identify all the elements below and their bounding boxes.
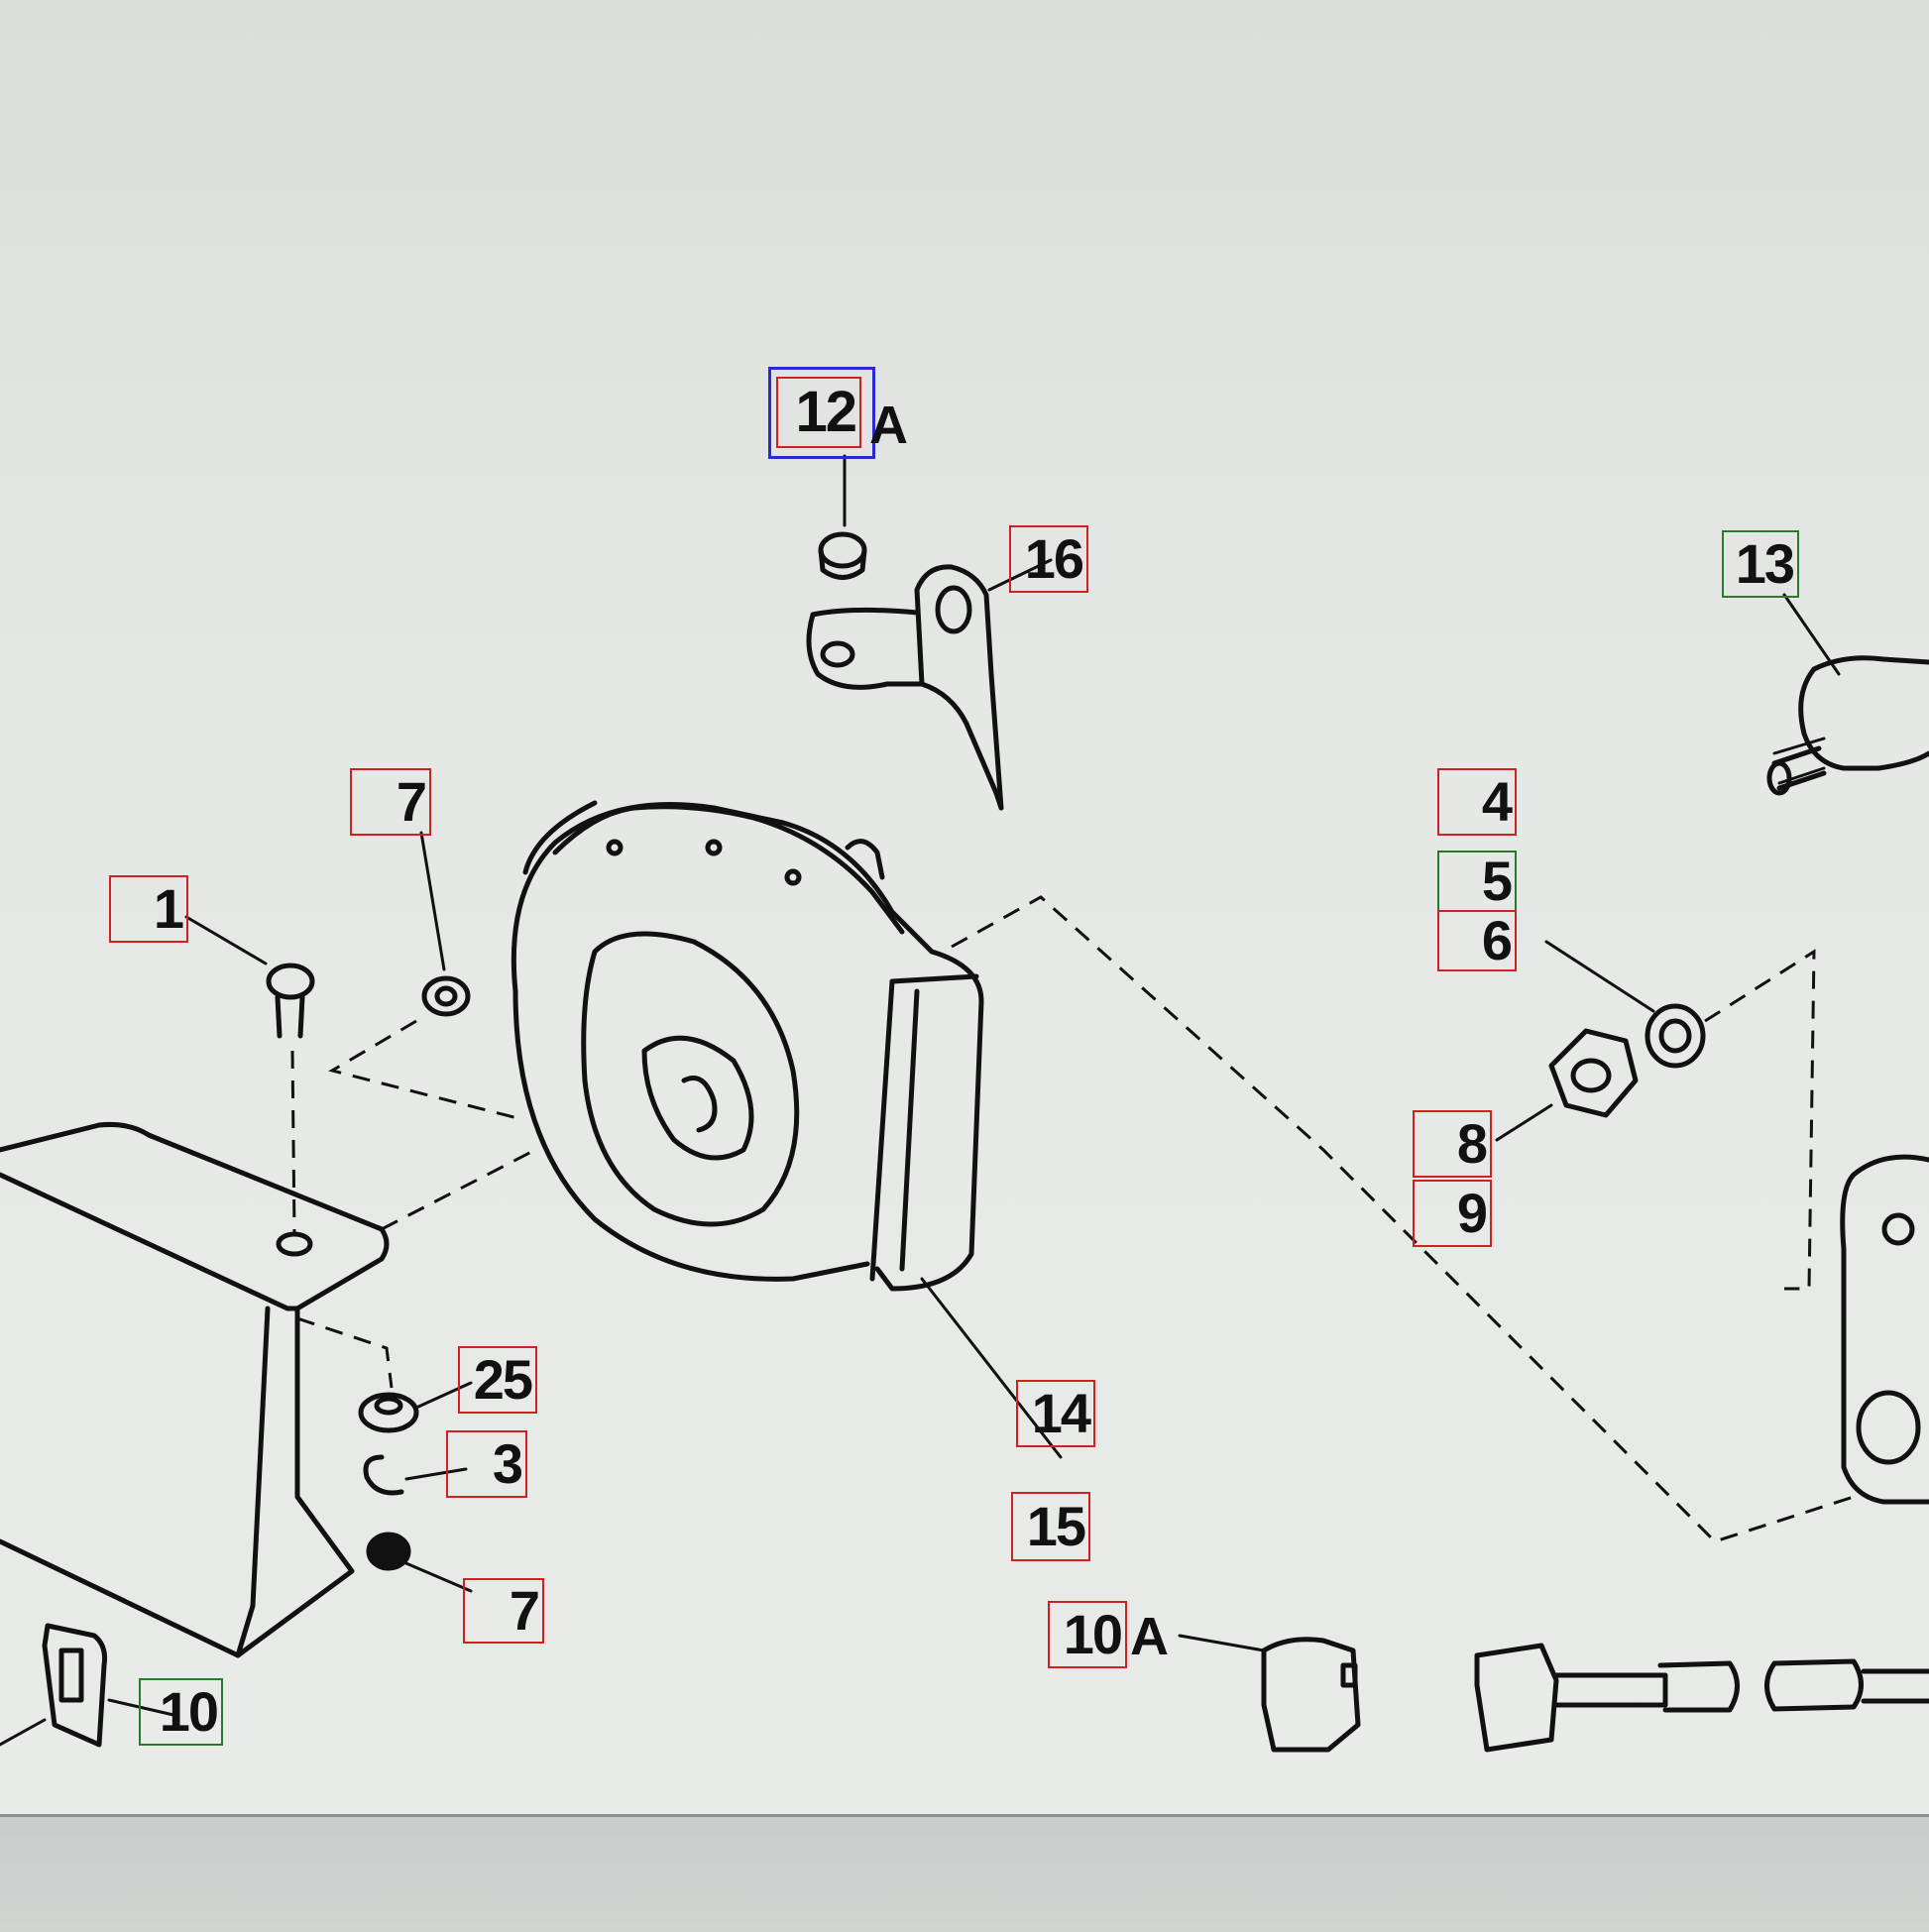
horn-14 — [511, 800, 1063, 1459]
connector-10 — [0, 1623, 175, 1748]
washer-25 — [358, 1381, 473, 1433]
callout-4[interactable]: 4 — [1437, 768, 1517, 836]
callout-12-suffix: A — [869, 396, 908, 455]
callout-14[interactable]: 14 — [1016, 1380, 1095, 1447]
monitor-bezel — [0, 1814, 1929, 1932]
cap-nut-12a — [818, 454, 867, 580]
callout-10a-suffix: A — [1130, 1607, 1169, 1666]
spacer-13 — [1766, 593, 1929, 796]
callout-16[interactable]: 16 — [1009, 525, 1088, 593]
mounting-bracket — [0, 1122, 390, 1658]
callout-6[interactable]: 6 — [1437, 910, 1517, 971]
nut-7-bottom — [366, 1532, 473, 1593]
screw-1 — [184, 915, 315, 1039]
callout-15[interactable]: 15 — [1011, 1492, 1090, 1561]
callout-9[interactable]: 9 — [1413, 1180, 1492, 1247]
callout-10[interactable]: 10 — [139, 1678, 223, 1746]
spring-washer-3 — [363, 1454, 468, 1496]
terminal-10a — [1178, 1634, 1361, 1753]
harness-connector — [1474, 1643, 1929, 1753]
callout-12a[interactable] — [768, 367, 875, 459]
callout-8[interactable]: 8 — [1413, 1110, 1492, 1178]
callout-1[interactable]: 1 — [109, 875, 188, 943]
callout-7-bottom[interactable]: 7 — [463, 1578, 544, 1644]
lock-washer-4-5-6 — [1544, 940, 1706, 1069]
hex-nut-8-9 — [1495, 1028, 1639, 1142]
horn-parts-diagram — [0, 454, 1929, 1753]
callout-3[interactable]: 3 — [446, 1430, 527, 1498]
callout-5[interactable]: 5 — [1437, 851, 1517, 912]
monitor-screen: 12 A 16 13 7 1 4 5 6 8 9 25 3 7 14 15 10… — [0, 0, 1929, 1814]
callout-25[interactable]: 25 — [458, 1346, 537, 1414]
callout-13[interactable]: 13 — [1722, 530, 1799, 598]
callout-7-top[interactable]: 7 — [350, 768, 431, 836]
callout-10a-label[interactable]: 10 — [1048, 1601, 1127, 1668]
side-bracket — [1840, 1154, 1929, 1505]
nut-7-top — [419, 831, 471, 1017]
callout-12-label[interactable]: 12 — [776, 377, 861, 448]
bracket-16 — [806, 558, 1053, 811]
